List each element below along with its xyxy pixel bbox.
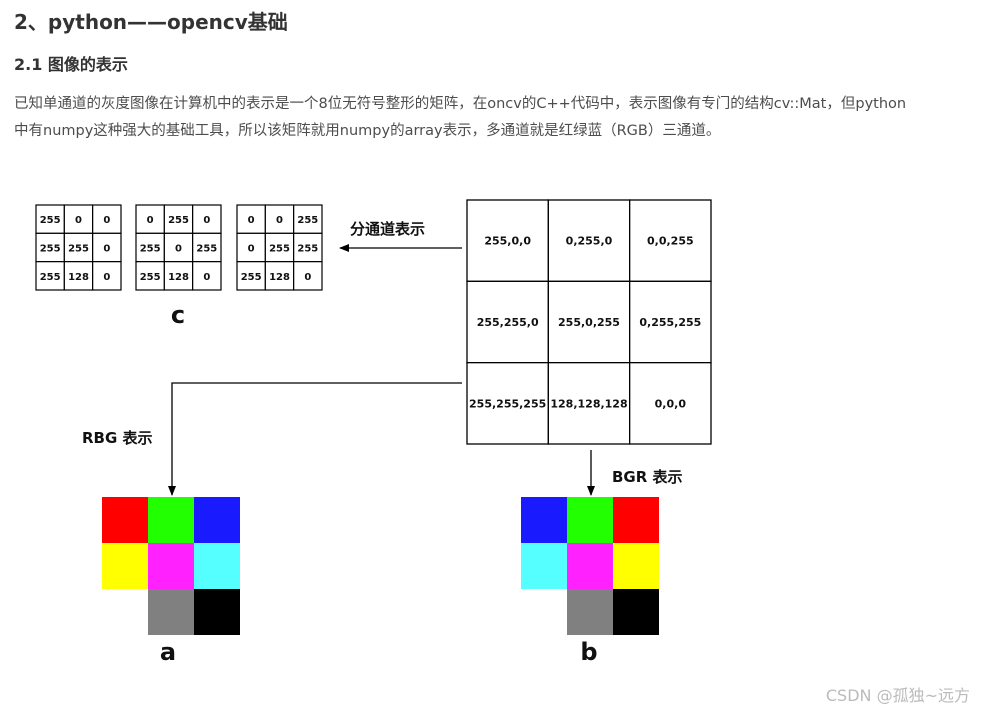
color-pixel bbox=[194, 497, 240, 543]
channel-cell bbox=[163, 261, 194, 291]
channel-cell-value: 255 bbox=[269, 244, 290, 255]
channel-cell-value: 128 bbox=[168, 272, 189, 283]
color-pixel bbox=[521, 543, 567, 589]
rgb-color-grid bbox=[102, 497, 240, 635]
channel-cell bbox=[192, 232, 222, 263]
channel-cell-value: 0 bbox=[147, 215, 154, 226]
channel-cell bbox=[192, 261, 222, 291]
pixel-cell-value: 128,128,128 bbox=[550, 397, 627, 410]
channel-cell-value: 0 bbox=[203, 272, 210, 283]
split-label: 分通道表示 bbox=[350, 220, 425, 238]
pixel-cell-value: 255,255,255 bbox=[469, 397, 546, 410]
channel-cell-value: 255 bbox=[140, 272, 161, 283]
channel-cell bbox=[236, 261, 266, 291]
pixel-cell bbox=[547, 199, 631, 282]
channel-cell bbox=[35, 261, 65, 291]
bgr-label: BGR 表示 bbox=[612, 468, 683, 486]
pixel-cell bbox=[629, 362, 712, 445]
channel-cell bbox=[264, 232, 295, 263]
color-pixel bbox=[148, 589, 194, 635]
channel-cell-value: 255 bbox=[168, 215, 189, 226]
channel-cell bbox=[35, 204, 65, 234]
color-pixel bbox=[194, 543, 240, 589]
channel-cell-value: 128 bbox=[68, 272, 89, 283]
channel-cell bbox=[236, 204, 266, 234]
channel-cell bbox=[63, 261, 94, 291]
channel-cell-value: 255 bbox=[68, 244, 89, 255]
channel-cell-value: 255 bbox=[40, 272, 61, 283]
channel-cell-value: 0 bbox=[248, 215, 255, 226]
channel-cell-value: 255 bbox=[297, 244, 318, 255]
color-pixel bbox=[613, 589, 659, 635]
label-a: a bbox=[160, 638, 176, 666]
paragraph-line-1: 已知单通道的灰度图像在计算机中的表示是一个8位无符号整形的矩阵，在oncv的C+… bbox=[14, 96, 907, 112]
watermark: CSDN @孤独~远方 bbox=[825, 686, 970, 705]
color-pixel bbox=[521, 497, 567, 543]
color-pixel bbox=[102, 497, 148, 543]
channel-cell bbox=[92, 261, 122, 291]
channel-cell-value: 0 bbox=[103, 272, 110, 283]
pixel-cell-value: 0,255,255 bbox=[639, 316, 701, 329]
channel-cell bbox=[264, 204, 295, 234]
channel-cell-value: 0 bbox=[248, 244, 255, 255]
channel-cell-value: 0 bbox=[203, 215, 210, 226]
pixel-cell bbox=[547, 362, 631, 445]
channel-cell-value: 0 bbox=[103, 244, 110, 255]
channel-cell bbox=[92, 204, 122, 234]
color-pixel bbox=[567, 543, 613, 589]
channel-cell-value: 0 bbox=[276, 215, 283, 226]
bgr-color-grid bbox=[521, 497, 659, 635]
channel-cell-value: 255 bbox=[40, 215, 61, 226]
channel-cell-value: 0 bbox=[304, 272, 311, 283]
paragraph-line-2: 中有numpy这种强大的基础工具，所以该矩阵就用numpy的array表示，多通… bbox=[14, 123, 721, 139]
channel-cell-value: 255 bbox=[140, 244, 161, 255]
channel-cell-value: 255 bbox=[40, 244, 61, 255]
channel-cell-value: 255 bbox=[241, 272, 262, 283]
channel-cell-value: 0 bbox=[103, 215, 110, 226]
channel-cell-value: 0 bbox=[75, 215, 82, 226]
channel-cell bbox=[264, 261, 295, 291]
channel-cell bbox=[163, 232, 194, 263]
color-pixel bbox=[194, 589, 240, 635]
rbg-label: RBG 表示 bbox=[82, 429, 153, 447]
color-pixel bbox=[148, 497, 194, 543]
color-pixel bbox=[613, 543, 659, 589]
channel-matrices: 255 0 0 255 255 0 255 128 0 0 255 0 255 0 255 255 128 0 0 0… bbox=[35, 204, 323, 291]
intro-paragraph: 已知单通道的灰度图像在计算机中的表示是一个8位无符号整形的矩阵，在oncv的C+… bbox=[14, 91, 976, 145]
color-pixel bbox=[102, 543, 148, 589]
channel-cell bbox=[135, 261, 165, 291]
subsection-heading: 2.1 图像的表示 bbox=[14, 55, 128, 74]
pixel-cell-value: 255,0,255 bbox=[558, 316, 620, 329]
channel-cell-value: 255 bbox=[196, 244, 217, 255]
pixel-cell bbox=[629, 280, 712, 364]
pixel-matrix: 255,0,0 0,255,0 0,0,255 255,255,0 255,0,255 0… bbox=[466, 199, 712, 445]
channel-cell bbox=[92, 232, 122, 263]
channel-cell bbox=[293, 261, 323, 291]
label-b: b bbox=[580, 638, 597, 666]
channel-cell-value: 0 bbox=[175, 244, 182, 255]
pixel-cell-value: 255,255,0 bbox=[477, 316, 539, 329]
channel-cell bbox=[293, 204, 323, 234]
rgb-arrow bbox=[168, 382, 462, 496]
pixel-cell-value: 0,0,255 bbox=[647, 235, 694, 248]
label-c: c bbox=[171, 301, 185, 329]
color-pixel bbox=[613, 497, 659, 543]
pixel-cell bbox=[466, 362, 549, 445]
color-pixel bbox=[148, 543, 194, 589]
section-heading: 2、python——opencv基础 bbox=[14, 10, 288, 34]
color-pixel bbox=[567, 589, 613, 635]
pixel-cell-value: 0,0,0 bbox=[655, 397, 687, 410]
pixel-cell-value: 0,255,0 bbox=[566, 235, 613, 248]
pixel-cell bbox=[547, 280, 631, 364]
color-pixel bbox=[567, 497, 613, 543]
channel-cell-value: 128 bbox=[269, 272, 290, 283]
pixel-cell-value: 255,0,0 bbox=[484, 235, 531, 248]
channel-cell-value: 255 bbox=[297, 215, 318, 226]
